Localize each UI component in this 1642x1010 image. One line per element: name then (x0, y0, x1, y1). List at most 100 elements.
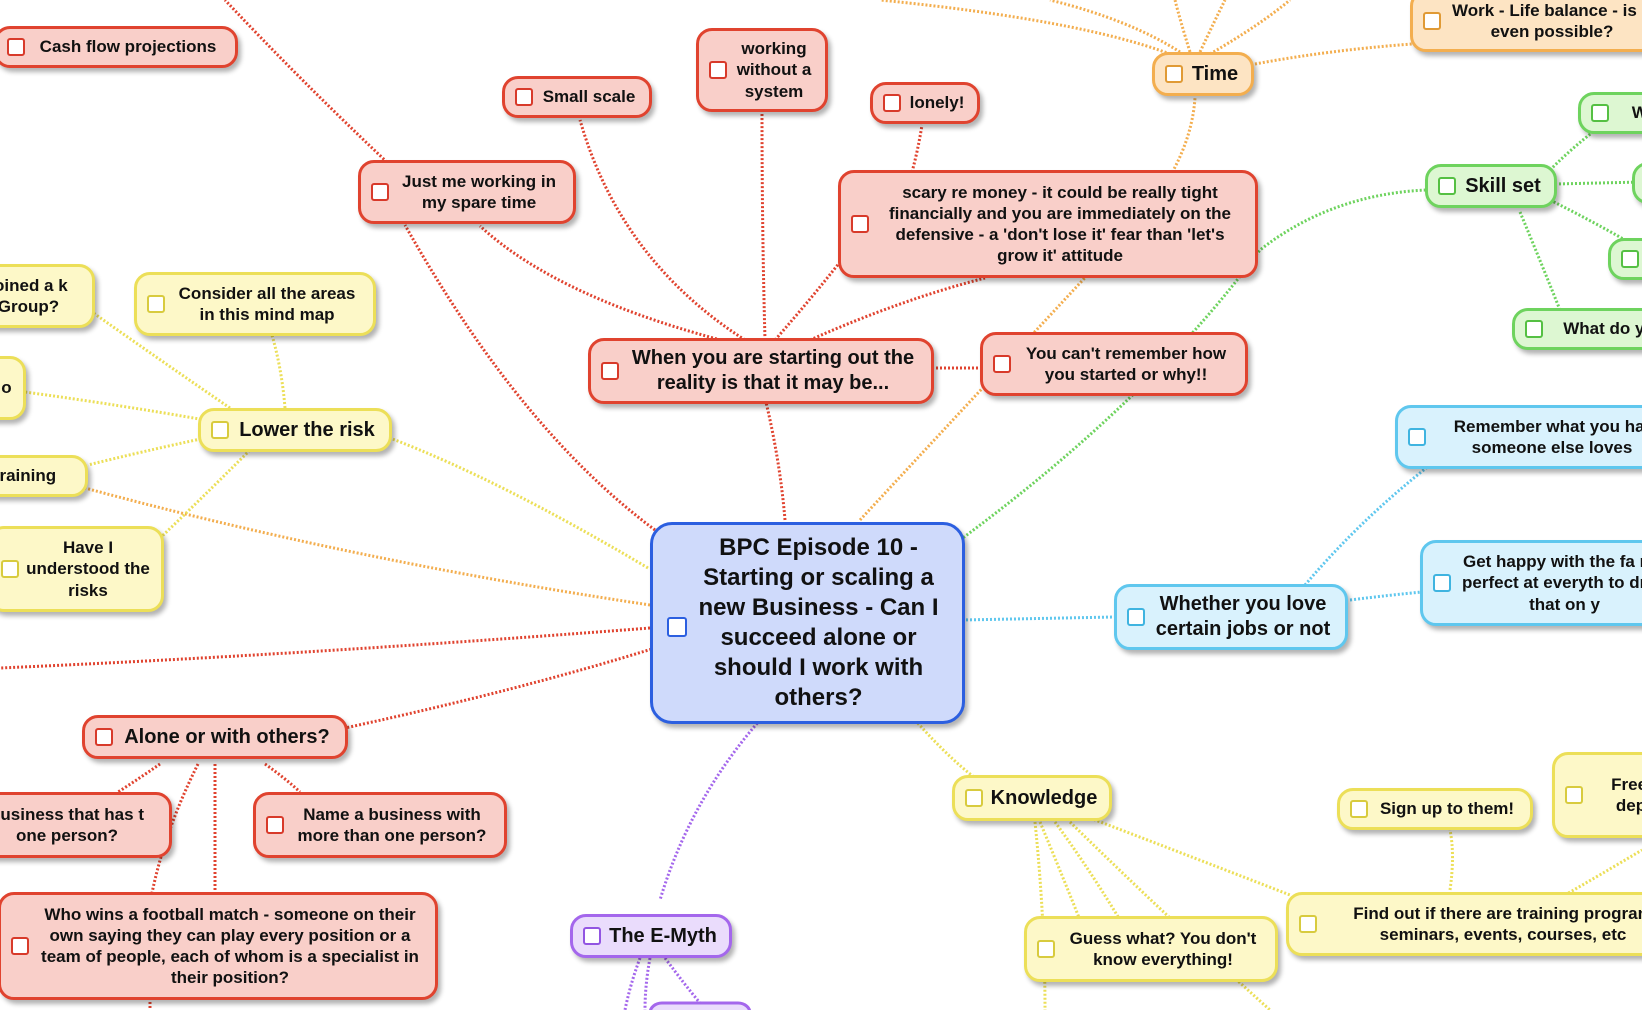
remember-hate-checkbox[interactable] (1408, 428, 1426, 446)
training-node[interactable]: training (0, 455, 88, 497)
link-center-starting-out (763, 397, 787, 521)
lonely-node[interactable]: lonely! (870, 82, 980, 124)
link-center-love-jobs (961, 615, 1116, 622)
skill-top-checkbox[interactable] (1591, 104, 1609, 122)
link-time-up-c (1173, 0, 1192, 53)
sign-up-node[interactable]: Sign up to them! (1337, 788, 1533, 830)
free-in-node[interactable]: Free in depth (1552, 752, 1642, 838)
understood-risks-node[interactable]: Have I understood the risks (0, 526, 164, 612)
central-topic-text: BPC Episode 10 - Starting or scaling a n… (698, 534, 939, 711)
link-lower-risk-training (87, 436, 206, 467)
link-center-time (858, 97, 1197, 522)
starting-out-node[interactable]: When you are starting out the reality is… (588, 338, 934, 404)
just-me-node[interactable]: Just me working in my spare time (358, 160, 576, 224)
cash-flow-checkbox[interactable] (7, 38, 25, 56)
skill-set-node[interactable]: Skill set (1425, 164, 1557, 208)
link-love-jobs-remember (1303, 463, 1431, 586)
lower-risk-node[interactable]: Lower the risk (198, 408, 392, 452)
love-jobs-checkbox[interactable] (1127, 608, 1145, 626)
name-business-node[interactable]: Name a business with more than one perso… (253, 792, 507, 858)
central-topic-node[interactable]: BPC Episode 10 - Starting or scaling a n… (650, 522, 965, 724)
link-time-work-life (1254, 42, 1413, 66)
name-business-checkbox[interactable] (266, 816, 284, 834)
skill-lower-node[interactable] (1608, 238, 1642, 280)
what-do-you-checkbox[interactable] (1525, 320, 1543, 338)
love-jobs-text: Whether you love certain jobs or not (1155, 593, 1331, 640)
cash-flow-text: Cash flow projections (39, 37, 217, 57)
knowledge-checkbox[interactable] (965, 789, 983, 807)
cash-flow-node[interactable]: Cash flow projections (0, 26, 238, 68)
link-time-up-e (1209, 0, 1291, 56)
work-life-node[interactable]: Work - Life balance - is it even possibl… (1410, 0, 1642, 52)
lower-risk-text: Lower the risk (239, 418, 375, 441)
of-partial-text: of o (0, 378, 12, 398)
joined-group-node[interactable]: joined a k Group? (0, 264, 95, 328)
link-just-me-cash-flow (223, 0, 392, 167)
time-node[interactable]: Time (1152, 52, 1254, 96)
work-life-checkbox[interactable] (1423, 12, 1441, 30)
working-without-system-checkbox[interactable] (709, 61, 727, 79)
understood-risks-checkbox[interactable] (1, 560, 19, 578)
emyth-node[interactable]: The E-Myth (570, 914, 732, 958)
link-starting-out-scary-b (809, 276, 986, 342)
link-starting-out-working-without (760, 112, 767, 341)
alone-others-node[interactable]: Alone or with others? (82, 715, 348, 759)
get-happy-checkbox[interactable] (1433, 574, 1451, 592)
remember-hate-node[interactable]: Remember what you hat someone else loves (1395, 405, 1642, 469)
link-skill-lower (1549, 198, 1626, 242)
link-lower-risk-consider (270, 334, 287, 409)
small-scale-node[interactable]: Small scale (502, 76, 652, 118)
skill-lower-checkbox[interactable] (1621, 250, 1639, 268)
working-without-system-node[interactable]: working without a system (696, 28, 828, 112)
link-starting-out-scary (773, 261, 842, 341)
free-in-checkbox[interactable] (1565, 786, 1583, 804)
skill-set-text: Skill set (1465, 174, 1541, 197)
business-one-node[interactable]: business that has t one person? (0, 792, 172, 858)
time-checkbox[interactable] (1165, 65, 1183, 83)
what-do-you-node[interactable]: What do yo (1512, 308, 1642, 350)
link-skill-right (1554, 180, 1642, 186)
link-center-just-me (403, 224, 656, 532)
guess-what-text: Guess what? You don't know everything! (1069, 928, 1257, 969)
knowledge-node[interactable]: Knowledge (952, 775, 1112, 821)
guess-what-node[interactable]: Guess what? You don't know everything! (1024, 916, 1278, 982)
emyth-child-node-partial[interactable] (648, 1001, 752, 1010)
name-business-text: Name a business with more than one perso… (297, 804, 487, 845)
cant-remember-checkbox[interactable] (993, 355, 1011, 373)
training-programs-checkbox[interactable] (1299, 915, 1317, 933)
get-happy-node[interactable]: Get happy with the fa not perfect at eve… (1420, 540, 1642, 626)
link-knowledge-training (1089, 816, 1291, 897)
skill-top-node[interactable]: Wh (1578, 92, 1642, 134)
guess-what-checkbox[interactable] (1037, 940, 1055, 958)
of-partial-node[interactable]: of o (0, 356, 26, 420)
link-skill-what-do (1518, 211, 1562, 311)
working-without-system-text: working without a system (736, 39, 812, 101)
starting-out-checkbox[interactable] (601, 362, 619, 380)
link-alone-football-b (150, 763, 200, 894)
lower-risk-checkbox[interactable] (211, 421, 229, 439)
football-node[interactable]: Who wins a football match - someone on t… (0, 892, 438, 1000)
lonely-checkbox[interactable] (883, 94, 901, 112)
scary-money-text: scary re money - it could be really tigh… (889, 182, 1231, 266)
consider-areas-checkbox[interactable] (147, 295, 165, 313)
cant-remember-node[interactable]: You can't remember how you started or wh… (980, 332, 1248, 396)
small-scale-checkbox[interactable] (515, 88, 533, 106)
consider-areas-node[interactable]: Consider all the areas in this mind map (134, 272, 376, 336)
sign-up-checkbox[interactable] (1350, 800, 1368, 818)
scary-money-node[interactable]: scary re money - it could be really tigh… (838, 170, 1258, 278)
training-programs-node[interactable]: Find out if there are training program s… (1286, 892, 1642, 956)
sign-up-text: Sign up to them! (1379, 799, 1515, 819)
emyth-checkbox[interactable] (583, 927, 601, 945)
link-alone-business-one (117, 762, 161, 794)
understood-risks-text: Have I understood the risks (26, 538, 150, 600)
skill-set-checkbox[interactable] (1438, 177, 1456, 195)
central-topic-checkbox[interactable] (667, 617, 687, 637)
alone-others-checkbox[interactable] (95, 728, 113, 746)
football-checkbox[interactable] (11, 937, 29, 955)
love-jobs-node[interactable]: Whether you love certain jobs or not (1114, 584, 1348, 650)
scary-money-checkbox[interactable] (851, 215, 869, 233)
just-me-checkbox[interactable] (371, 183, 389, 201)
alone-others-text: Alone or with others? (124, 725, 330, 748)
work-life-text: Work - Life balance - is it even possibl… (1452, 0, 1642, 41)
